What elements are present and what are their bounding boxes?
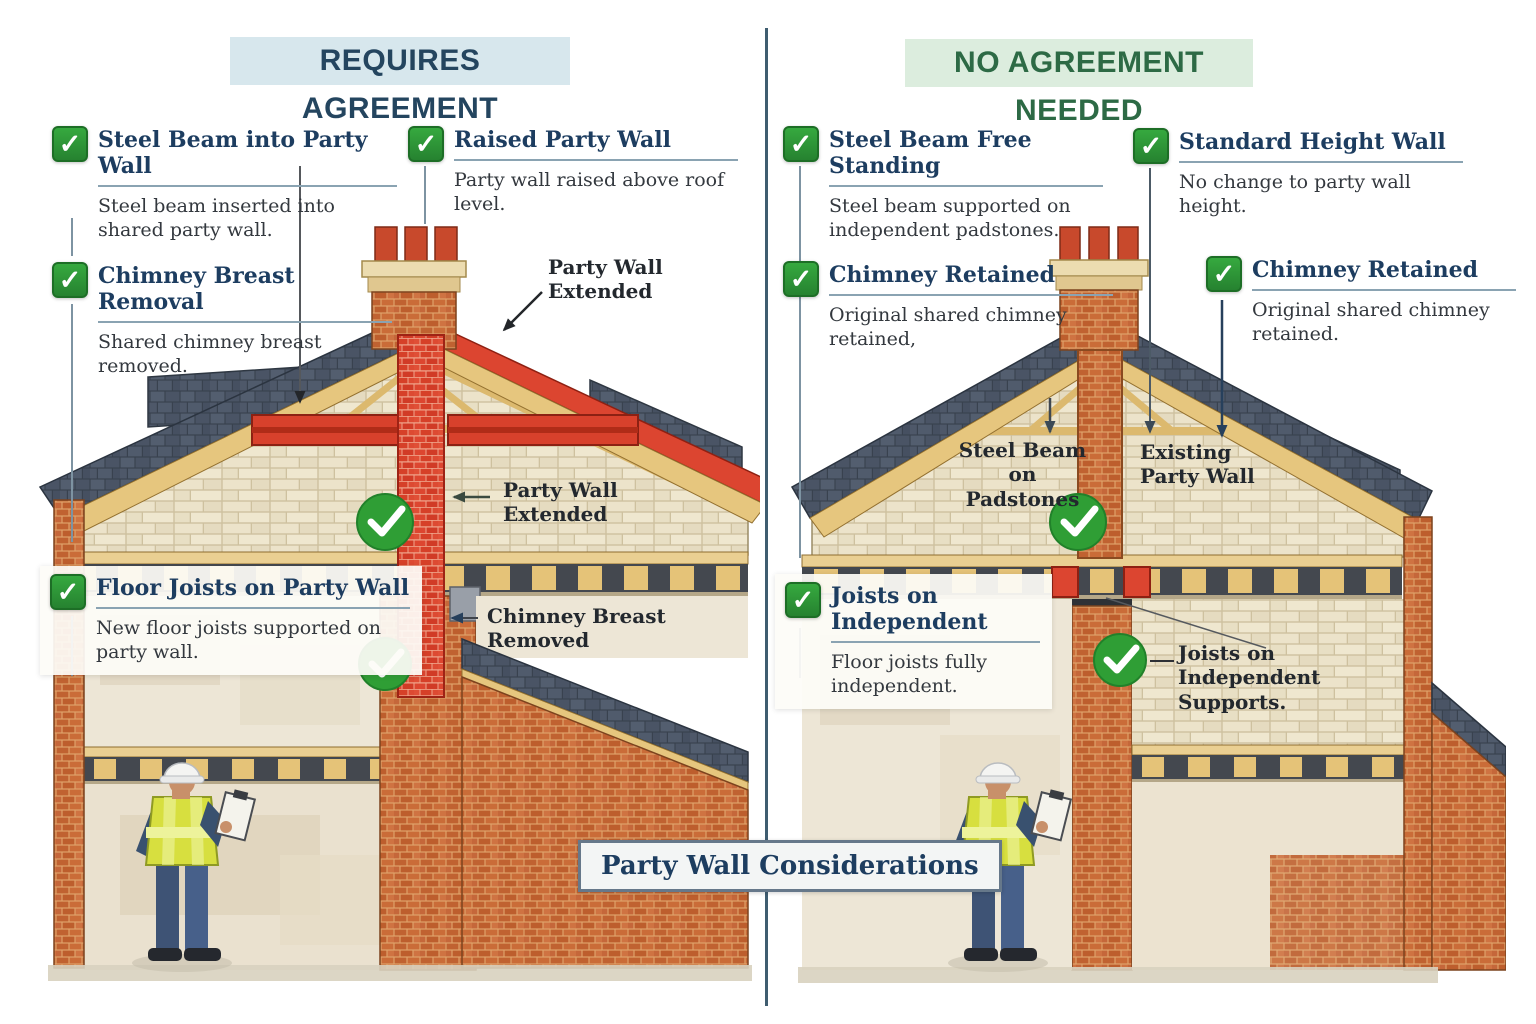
padstone-left	[1051, 566, 1079, 598]
check-icon: ✓	[408, 126, 444, 162]
callout-chimney-retained-right: ✓ Chimney Retained Original shared chimn…	[1206, 256, 1516, 347]
steel-beam	[251, 414, 639, 446]
approved-check-circle	[1093, 633, 1147, 687]
callout-desc: Original shared chimney retained,	[829, 304, 1067, 351]
callout-title: Chimney Breast Removal	[98, 263, 392, 323]
check-icon: ✓	[783, 261, 819, 297]
callout-title: Steel Beam Free Standing	[829, 127, 1103, 187]
callout-desc: No change to party wall height.	[1179, 171, 1411, 218]
label-joists-on-independent-supports: Joists on Independent Supports.	[1178, 641, 1321, 714]
ground-strip	[798, 967, 1438, 983]
label-party-wall-extended-top: Party Wall Extended	[548, 255, 663, 304]
right-brick-column	[1403, 516, 1433, 971]
label-chimney-breast-removed: Chimney Breast Removed	[487, 604, 666, 653]
callout-desc: Floor joists fully independent.	[831, 651, 987, 698]
chimney-breast-removed-notch	[449, 586, 481, 622]
padstone-right	[1123, 566, 1151, 598]
check-icon: ✓	[1133, 128, 1169, 164]
ground-strip	[48, 965, 752, 981]
infographic-title: Party Wall Considerations	[578, 840, 1002, 892]
check-icon: ✓	[785, 582, 821, 618]
check-icon: ✓	[1206, 256, 1242, 292]
label-existing-party-wall: Existing Party Wall	[1140, 440, 1255, 489]
check-icon: ✓	[783, 126, 819, 162]
callout-raised-party-wall: ✓ Raised Party Wall Party wall raised ab…	[408, 126, 738, 217]
panel-divider	[765, 28, 768, 1006]
far-right-roof	[1431, 681, 1506, 778]
right-room-wall	[476, 596, 748, 658]
chimney-stack	[1049, 226, 1149, 351]
ground-floor-joist-band	[83, 746, 411, 784]
callout-title: Joists on Independent	[831, 583, 1040, 643]
callout-steel-beam-free-standing: ✓ Steel Beam Free Standing Steel beam su…	[783, 126, 1103, 243]
callout-title: Raised Party Wall	[454, 127, 738, 161]
approved-check-circle	[356, 493, 414, 551]
callout-desc: Shared chimney breast removed.	[98, 331, 322, 378]
callout-chimney-breast-removal: ✓ Chimney Breast Removal Shared chimney …	[52, 262, 392, 379]
far-right-brick	[1431, 711, 1506, 971]
approved-check-circle	[1049, 493, 1107, 551]
right-ground-joist-band	[1131, 744, 1405, 782]
check-icon: ✓	[52, 262, 88, 298]
callout-title: Standard Height Wall	[1179, 129, 1463, 163]
chimney-lintel	[1072, 599, 1132, 606]
callout-desc: Steel beam inserted into shared party wa…	[98, 195, 335, 242]
callout-floor-joists-on-party-wall: ✓ Floor Joists on Party Wall New floor j…	[40, 566, 422, 675]
callout-steel-beam-into-party-wall: ✓ Steel Beam into Party Wall Steel beam …	[52, 126, 397, 243]
label-party-wall-extended-mid: Party Wall Extended	[503, 478, 618, 527]
callout-title: Steel Beam into Party Wall	[98, 127, 397, 187]
callout-title: Floor Joists on Party Wall	[96, 575, 410, 609]
check-icon: ✓	[50, 574, 86, 610]
callout-chimney-retained-left: ✓ Chimney Retained Original shared chimn…	[783, 261, 1113, 352]
callout-title: Chimney Retained	[1252, 257, 1516, 291]
callout-standard-height-wall: ✓ Standard Height Wall No change to part…	[1133, 128, 1463, 219]
right-panel-header: NO AGREEMENT NEEDED	[905, 39, 1253, 127]
callout-joists-on-independent: ✓ Joists on Independent Floor joists ful…	[775, 574, 1052, 709]
callout-title: Chimney Retained	[829, 262, 1113, 296]
check-icon: ✓	[52, 126, 88, 162]
left-house-illustration	[38, 226, 760, 981]
right-house-illustration	[790, 226, 1506, 983]
label-steel-beam-on-padstones: Steel Beam on Padstones	[958, 438, 1087, 511]
callout-desc: Original shared chimney retained.	[1252, 299, 1490, 346]
callout-desc: Steel beam supported on independent pads…	[829, 195, 1071, 242]
callout-desc: Party wall raised above roof level.	[454, 169, 725, 216]
callout-desc: New floor joists supported on party wall…	[96, 617, 382, 664]
left-panel-header: REQUIRES AGREEMENT	[230, 37, 570, 125]
